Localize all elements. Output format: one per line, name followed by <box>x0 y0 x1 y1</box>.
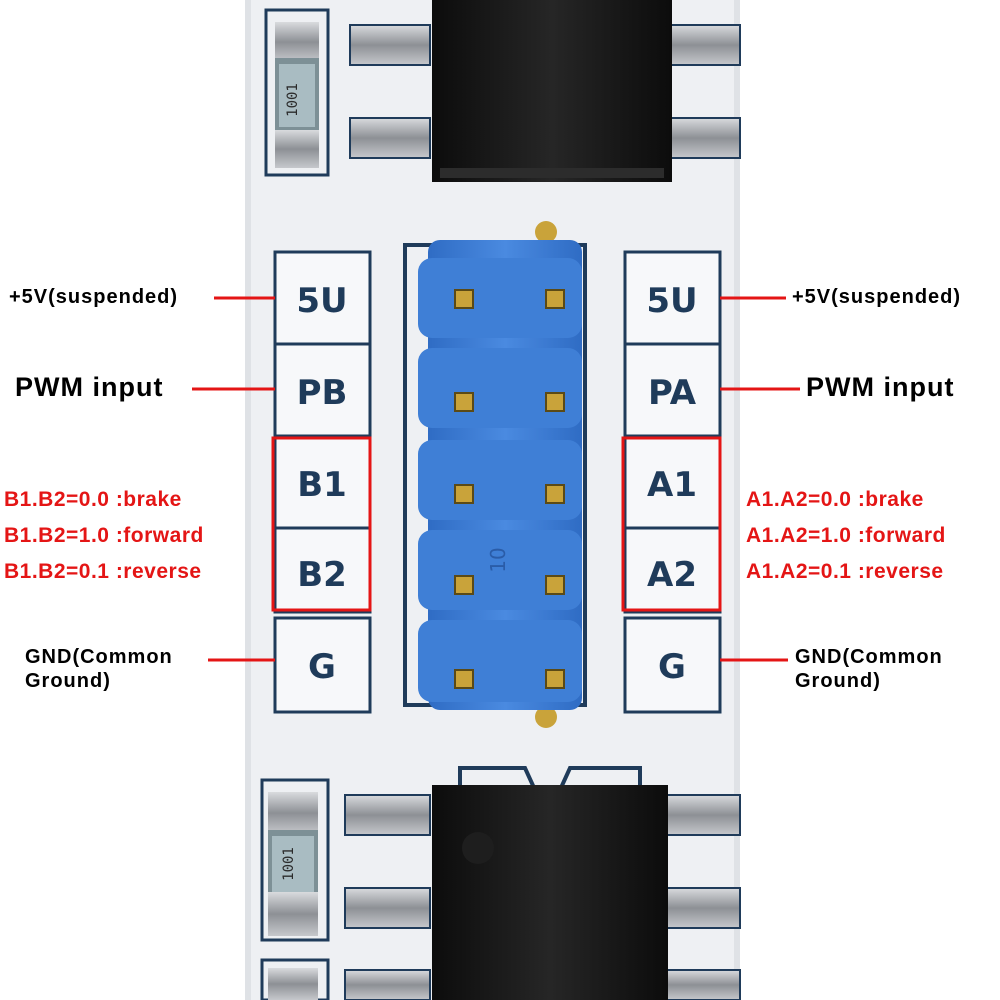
right-logic-forward: A1.A2=1.0 :forward <box>746 524 946 547</box>
bottom-resistor: 1001 <box>260 778 330 1000</box>
right-power-label: +5V(suspended) <box>792 286 962 308</box>
right-pwm-label: PWM input <box>806 372 955 402</box>
resistor-code-bottom: 1001 <box>281 847 297 881</box>
left-gnd-label-line2: Ground) <box>25 670 111 692</box>
top-chip <box>349 0 741 182</box>
left-pad-b1: B1 <box>297 465 347 505</box>
resistor-code-top: 1001 <box>285 83 301 117</box>
right-gnd-label-line1: GND(Common <box>795 646 943 668</box>
left-logic-brake: B1.B2=0.0 :brake <box>4 488 182 511</box>
right-logic-reverse: A1.A2=0.1 :reverse <box>746 560 944 583</box>
right-pad-a1: A1 <box>647 465 697 505</box>
right-gnd-label-line2: Ground) <box>795 670 881 692</box>
left-logic-forward: B1.B2=1.0 :forward <box>4 524 204 547</box>
left-power-label: +5V(suspended) <box>9 286 179 308</box>
left-pad-pb: PB <box>297 373 348 413</box>
left-logic-reverse: B1.B2=0.1 :reverse <box>4 560 202 583</box>
right-highlight-box <box>621 436 722 612</box>
bottom-chip <box>344 766 741 1000</box>
pin-header-connector: 10 <box>403 221 587 728</box>
right-pad-column: 5U PA A1 A2 G <box>621 250 722 714</box>
left-highlight-box <box>271 436 372 612</box>
right-pad-g: G <box>658 647 686 687</box>
right-pad-5v: 5U <box>646 281 697 321</box>
right-pad-a2: A2 <box>647 555 697 595</box>
right-logic-brake: A1.A2=0.0 :brake <box>746 488 924 511</box>
top-resistor: 1001 <box>264 8 330 177</box>
left-pwm-label: PWM input <box>15 372 164 402</box>
left-pad-b2: B2 <box>297 555 347 595</box>
left-pad-5v: 5U <box>296 281 347 321</box>
left-gnd-label-line1: GND(Common <box>25 646 173 668</box>
left-pad-g: G <box>308 647 336 687</box>
left-pad-column: 5U PB B1 B2 G <box>271 250 372 714</box>
right-pad-pa: PA <box>648 373 697 413</box>
connector-mark: 10 <box>486 547 510 572</box>
callout-lines <box>192 296 800 662</box>
